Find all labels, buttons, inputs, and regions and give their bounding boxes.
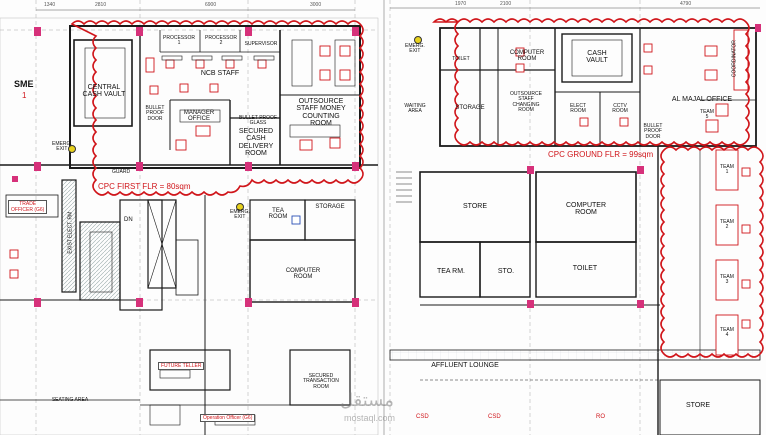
- room-ncb-staff: NCB STAFF: [200, 70, 240, 77]
- watermark-logo: مستقل: [340, 390, 394, 411]
- room-seating-area: SEATING AREA: [51, 397, 89, 403]
- dimension-label: 1340: [44, 2, 56, 8]
- sme-label: SME: [14, 79, 34, 89]
- csd-label: CSD: [488, 414, 501, 420]
- emergency-exit-icon: [68, 145, 76, 153]
- room-toilet-mid: TOILET: [572, 265, 598, 272]
- room-outsource-counting: OUTSOURCE STAFF MONEY COUNTING ROOM: [296, 98, 346, 128]
- trade-officer-tag: TRADE OFFICER (G6): [8, 200, 48, 214]
- right-area-label: CPC GROUND FLR = 99sqm: [548, 150, 654, 159]
- room-store-bottom: STORE: [686, 402, 710, 409]
- room-computer-room-top: COMPUTER ROOM: [509, 50, 545, 63]
- stair-dn-label: DN: [124, 217, 133, 223]
- emergency-exit-icon: [414, 36, 422, 44]
- left-plan-walls: [0, 0, 379, 435]
- watermark-url: mostaql.com: [344, 413, 396, 423]
- sme-number: 1: [22, 91, 27, 100]
- room-waiting-area: WAITING AREA: [404, 103, 426, 115]
- dimension-label: 2810: [95, 2, 107, 8]
- room-team-3: TEAM 3: [720, 274, 734, 286]
- bullet-proof-glass-label: BULLET PROOF GLASS: [239, 115, 277, 127]
- room-manager-office: MANAGER OFFICE: [183, 110, 215, 123]
- room-cctv: CCTV ROOM: [612, 103, 628, 115]
- bullet-proof-door-label: BULLET PROOF DOOR: [643, 123, 663, 140]
- room-elect: ELECT ROOM: [569, 103, 587, 115]
- room-cash-vault: CASH VAULT: [586, 50, 608, 65]
- future-teller-tag: FUTURE TELLER: [158, 362, 205, 370]
- right-red-revision-cloud-top: [432, 18, 750, 146]
- room-affluent-lounge: AFFLUENT LOUNGE: [431, 362, 499, 369]
- dimension-label: 4790: [680, 1, 692, 7]
- room-central-cash-vault: CENTRAL CASH VAULT: [82, 84, 126, 99]
- room-secured-transaction: SECURED TRANSACTION ROOM: [303, 373, 339, 390]
- right-plan-columns: [527, 24, 761, 308]
- room-processor-2: PROCESSOR 2: [205, 35, 237, 47]
- left-plan-columns: [12, 27, 359, 307]
- csd-label: CSD: [416, 414, 429, 420]
- room-team-4: TEAM 4: [720, 327, 734, 339]
- room-sto: STO.: [497, 268, 515, 275]
- guard-label: GUARD: [112, 169, 131, 175]
- room-tea-room: TEA ROOM: [268, 208, 288, 221]
- right-plan-walls: [383, 0, 761, 435]
- room-store-mid: STORE: [463, 203, 487, 210]
- emergency-exit-icon: [236, 203, 244, 211]
- room-coordinator: COORDINATOR: [731, 40, 738, 78]
- room-team-1: TEAM 1: [720, 164, 734, 176]
- room-processor-1: PROCESSOR 1: [163, 35, 195, 47]
- dimension-label: 6900: [205, 2, 217, 8]
- left-area-label: CPC FIRST FLR = 80sqm: [98, 182, 191, 191]
- dimension-label: 2100: [500, 1, 512, 7]
- left-plan-desks: [149, 39, 356, 426]
- right-plan-furniture: [515, 43, 751, 329]
- left-red-revision-cloud: [70, 20, 364, 196]
- ro-label: RO: [596, 414, 605, 420]
- room-tea-rm: TEA RM.: [436, 268, 465, 275]
- room-computer-room: COMPUTER ROOM: [285, 268, 321, 281]
- right-red-revision-cloud-teams: [660, 146, 764, 358]
- emerg-exit-label: EMERG. EXIT: [230, 209, 250, 221]
- bullet-proof-door-label: BULLET PROOF DOOR: [145, 105, 165, 122]
- emerg-exit-label: EMERG. EXIT: [405, 43, 425, 55]
- room-outsource-changing: OUTSOURCE STAFF CHANGING ROOM: [510, 91, 542, 113]
- room-secured-cash-delivery: SECURED CASH DELIVERY ROOM: [238, 128, 274, 158]
- room-exist-elect: EXIST ELECT. RM: [67, 211, 74, 254]
- room-team-2: TEAM 2: [720, 219, 734, 231]
- emerg-exit-label: EMERG. EXIT: [52, 141, 72, 153]
- room-toilet-top: TOILET: [452, 56, 470, 62]
- dimension-label: 3000: [310, 2, 322, 8]
- left-plan-furniture: [9, 45, 351, 279]
- room-storage-right: STORAGE: [455, 105, 485, 111]
- operation-officer-tag: Operation Officer (G6): [200, 414, 256, 422]
- dimension-label: 1970: [455, 1, 467, 7]
- room-computer-room-mid: COMPUTER ROOM: [565, 202, 607, 217]
- room-al-majal-office: AL MAJAL OFFICE: [671, 96, 733, 103]
- room-supervisor: SUPERVISOR: [244, 41, 278, 47]
- right-plan-team-desks: [715, 29, 749, 356]
- room-storage: STORAGE: [315, 204, 345, 210]
- room-team-5: TEAM 5: [700, 109, 714, 121]
